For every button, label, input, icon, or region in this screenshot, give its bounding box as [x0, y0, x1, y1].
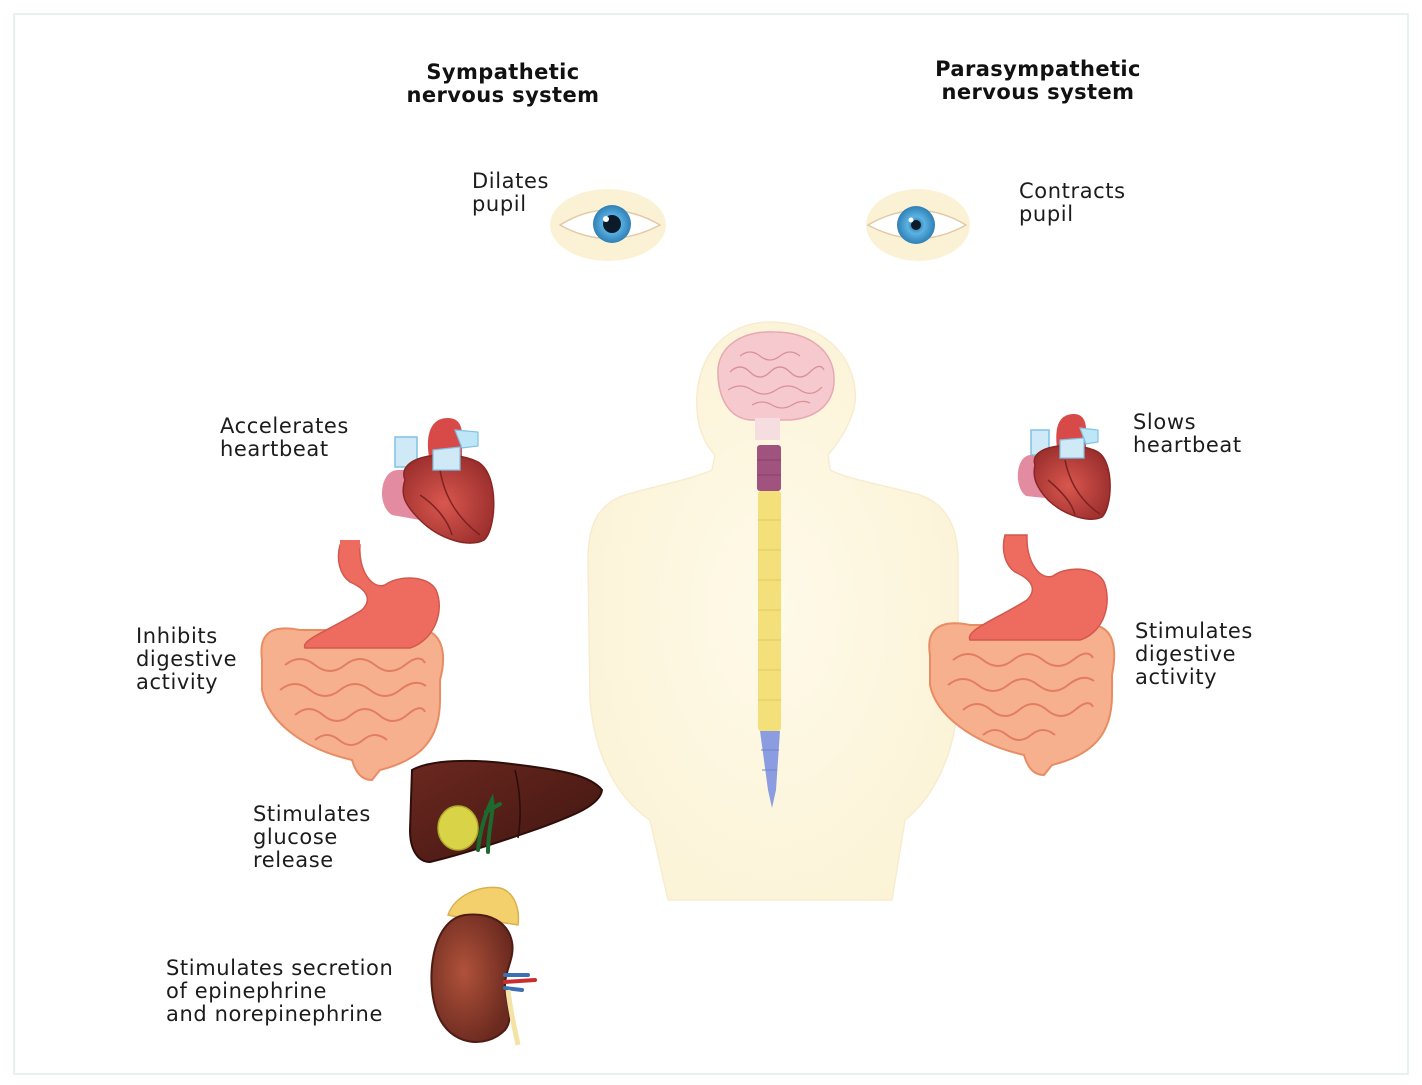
- label-line: Inhibits: [136, 625, 237, 648]
- eye-icon-sympathetic: [550, 189, 666, 261]
- label-line: Accelerates: [220, 415, 349, 438]
- label-line: of epinephrine: [166, 980, 393, 1003]
- label-line: digestive: [136, 648, 237, 671]
- label-line: heartbeat: [1133, 434, 1242, 457]
- adrenal-kidney-icon: [431, 887, 535, 1045]
- digestive-tract-icon-sympathetic: [261, 540, 443, 780]
- label-line: pupil: [472, 193, 549, 216]
- label-accelerates-heartbeat: Accelerates heartbeat: [220, 415, 349, 461]
- label-line: Contracts: [1019, 180, 1126, 203]
- label-line: release: [253, 849, 371, 872]
- heart-icon-sympathetic: [382, 418, 494, 543]
- label-line: activity: [1135, 666, 1253, 689]
- label-stimulates-glucose-release: Stimulates glucose release: [253, 803, 371, 872]
- parasympathetic-header-line-1: Parasympathetic: [918, 58, 1158, 81]
- liver-icon: [410, 761, 602, 862]
- parasympathetic-header-line-2: nervous system: [918, 81, 1158, 104]
- label-line: activity: [136, 671, 237, 694]
- label-line: and norepinephrine: [166, 1003, 393, 1026]
- label-stimulates-digestive-activity: Stimulates digestive activity: [1135, 620, 1253, 689]
- label-contracts-pupil: Contracts pupil: [1019, 180, 1126, 226]
- heart-icon-parasympathetic: [1018, 414, 1110, 519]
- label-line: Stimulates: [253, 803, 371, 826]
- label-line: Slows: [1133, 411, 1242, 434]
- parasympathetic-header: Parasympathetic nervous system: [918, 58, 1158, 104]
- label-inhibits-digestive-activity: Inhibits digestive activity: [136, 625, 237, 694]
- label-line: glucose: [253, 826, 371, 849]
- label-line: Stimulates: [1135, 620, 1253, 643]
- label-line: heartbeat: [220, 438, 349, 461]
- label-stimulates-secretion: Stimulates secretion of epinephrine and …: [166, 957, 393, 1026]
- sympathetic-header-line-1: Sympathetic: [398, 61, 608, 84]
- sympathetic-header-line-2: nervous system: [398, 84, 608, 107]
- label-line: pupil: [1019, 203, 1126, 226]
- label-line: digestive: [1135, 643, 1253, 666]
- sympathetic-header: Sympathetic nervous system: [398, 61, 608, 107]
- label-dilates-pupil: Dilates pupil: [472, 170, 549, 216]
- label-line: Dilates: [472, 170, 549, 193]
- label-slows-heartbeat: Slows heartbeat: [1133, 411, 1242, 457]
- label-line: Stimulates secretion: [166, 957, 393, 980]
- eye-icon-parasympathetic: [866, 189, 970, 261]
